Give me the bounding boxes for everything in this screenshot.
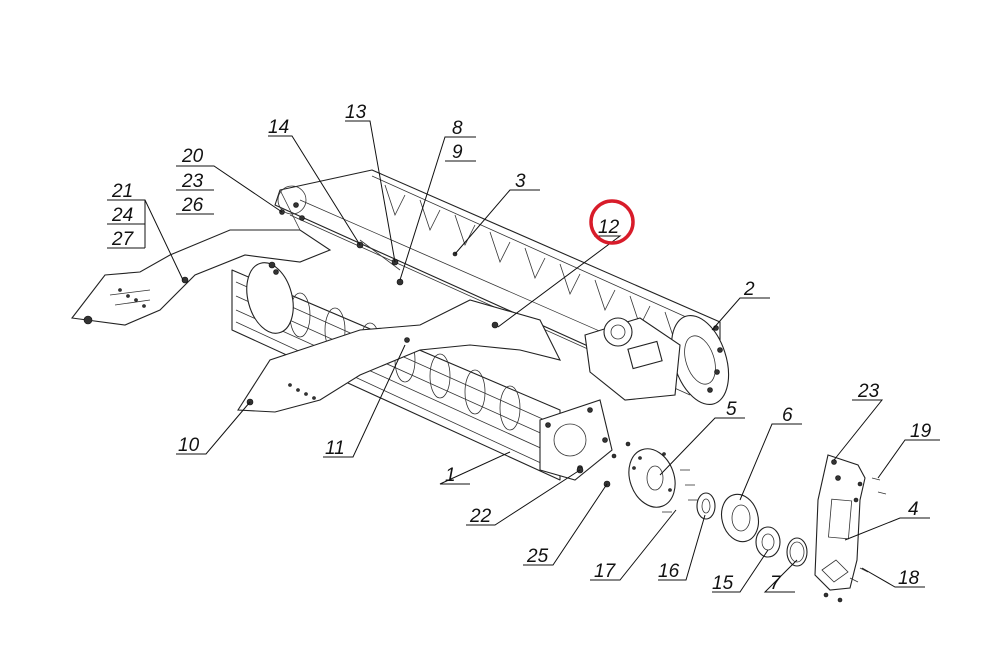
callout-22: 22 (469, 506, 492, 527)
callout-17: 17 (594, 561, 617, 582)
callout-12: 12 (598, 217, 620, 238)
callout-7: 7 (770, 573, 782, 594)
cover-plate (814, 454, 887, 603)
callout-16: 16 (658, 561, 680, 582)
callout-15: 15 (712, 573, 734, 594)
callout-1: 1 (445, 465, 456, 486)
callout-23-lower: 23 (857, 381, 880, 402)
rotor-end-flange (584, 314, 730, 406)
callout-labels: 1 2 3 4 5 6 7 8 9 10 11 12 13 14 15 16 1… (111, 102, 932, 594)
highlight-circle (589, 199, 635, 245)
callout-24: 24 (111, 205, 133, 226)
callout-20: 20 (181, 146, 204, 167)
callout-13: 13 (345, 102, 367, 123)
callout-19: 19 (910, 421, 932, 442)
leader-lines (107, 120, 940, 593)
callout-11: 11 (325, 438, 345, 459)
callout-25: 25 (526, 546, 549, 567)
side-frame-arms (70, 189, 562, 413)
callout-14: 14 (268, 117, 289, 138)
callout-5: 5 (726, 399, 737, 420)
callout-9: 9 (452, 142, 463, 163)
callout-26: 26 (181, 195, 204, 216)
bearing-parts (576, 441, 808, 567)
callout-10: 10 (178, 435, 200, 456)
callout-27: 27 (111, 229, 135, 250)
callout-8: 8 (452, 118, 463, 139)
callout-23-upper: 23 (181, 171, 204, 192)
callout-4: 4 (908, 499, 919, 520)
drawing (70, 169, 887, 603)
callout-21: 21 (111, 181, 133, 202)
callout-3: 3 (515, 171, 526, 192)
callout-6: 6 (782, 405, 793, 426)
callout-2: 2 (743, 279, 755, 300)
callout-18: 18 (898, 568, 920, 589)
